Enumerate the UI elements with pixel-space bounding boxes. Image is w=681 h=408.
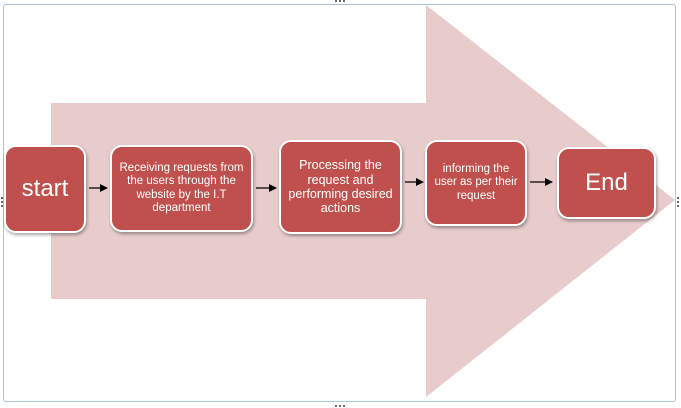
step-receiving-requests-label: Receiving requests from the users throug… [119, 162, 244, 214]
top-handle-dot[interactable] [343, 0, 345, 2]
step-processing-request-label: Processing the request and performing de… [288, 158, 393, 216]
bottom-handle-dot[interactable] [335, 405, 337, 407]
right-handle-dot[interactable] [677, 205, 679, 207]
top-handle-dot[interactable] [335, 0, 337, 2]
bottom-handle-dot[interactable] [343, 405, 345, 407]
left-handle-dot[interactable] [1, 201, 3, 203]
step-processing-request[interactable]: Processing the request and performing de… [279, 140, 402, 234]
step-end[interactable]: End [557, 147, 656, 219]
step-end-label: End [585, 169, 628, 197]
bottom-handle-dot[interactable] [339, 405, 341, 407]
top-handle-dot[interactable] [339, 0, 341, 2]
step-informing-user[interactable]: informing the user as per their request [425, 140, 527, 226]
step-informing-user-label: informing the user as per their request [434, 163, 518, 202]
left-handle-dot[interactable] [1, 197, 3, 199]
step-start-label: start [21, 175, 69, 203]
left-handle-dot[interactable] [1, 205, 3, 207]
right-handle-dot[interactable] [677, 197, 679, 199]
right-handle-dot[interactable] [677, 201, 679, 203]
step-receiving-requests[interactable]: Receiving requests from the users throug… [110, 145, 253, 232]
step-start[interactable]: start [4, 145, 86, 233]
